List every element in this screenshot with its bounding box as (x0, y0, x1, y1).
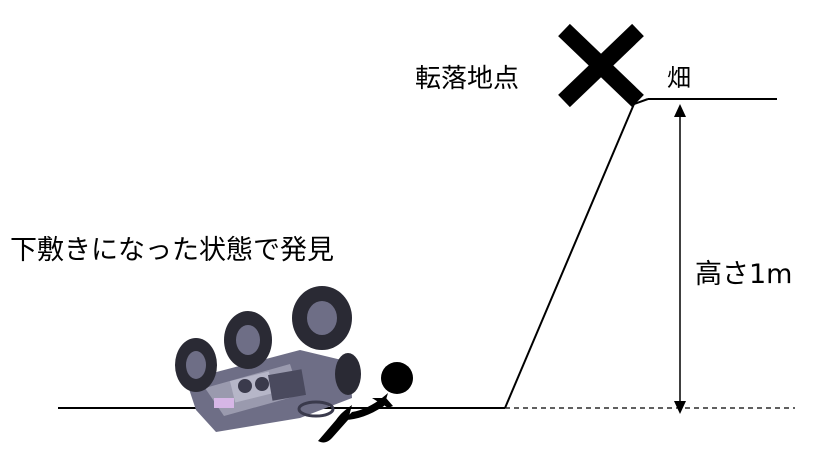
fall-point-x-icon (558, 23, 644, 108)
slope-line (504, 103, 635, 409)
person-silhouette-icon (318, 362, 413, 443)
found-state-label: 下敷きになった状態で発見 (10, 235, 334, 266)
field-edge-line (633, 98, 649, 105)
overturned-tractor-icon (175, 286, 361, 432)
height-label: 高さ1m (695, 259, 793, 290)
field-label: 畑 (667, 64, 691, 92)
fall-point-label: 転落地点 (415, 64, 520, 94)
height-arrow (674, 104, 686, 414)
